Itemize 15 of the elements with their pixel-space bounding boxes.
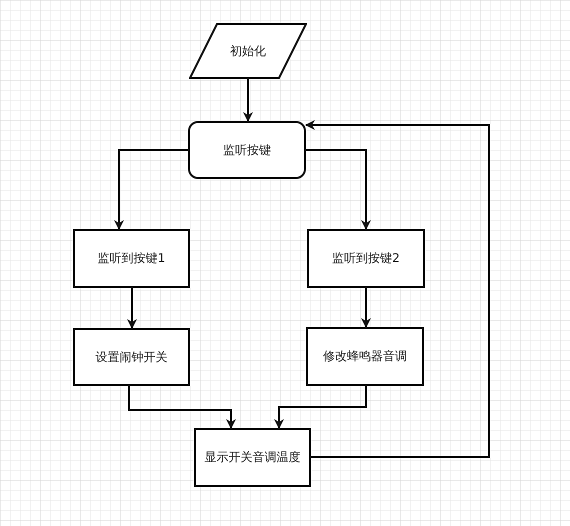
input-parallelogram: 初始化 [189,23,307,79]
arrow [114,149,188,230]
arrow [127,288,137,329]
arrow [361,288,371,328]
arrow [128,386,236,429]
process-box: 显示开关音调温度 [194,428,311,487]
arrow [306,149,371,230]
process-box: 设置闹钟开关 [73,328,190,386]
process-box: 监听到按键1 [73,229,190,288]
process-box: 监听到按键2 [307,229,425,288]
arrow [305,120,490,458]
arrow [243,79,253,122]
process-box: 修改蜂鸣器音调 [306,327,424,386]
arrow [274,386,367,429]
rounded-process-box: 监听按键 [188,121,306,179]
